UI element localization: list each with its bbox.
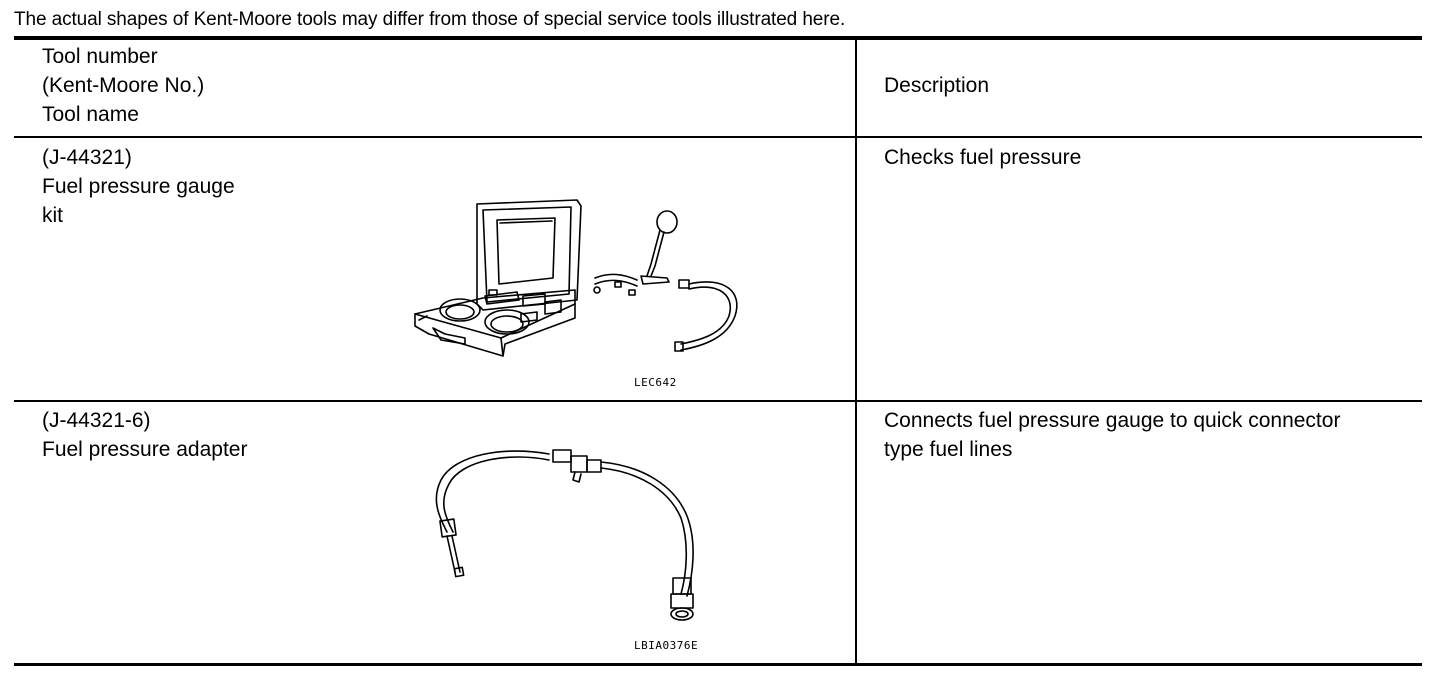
header-tool-name: Tool name <box>42 103 139 126</box>
row1-tool-info: (J-44321) Fuel pressure gauge kit <box>42 143 235 230</box>
header-kent-moore-no: (Kent-Moore No.) <box>42 74 205 97</box>
row2-tool-number: (J-44321-6) <box>42 409 151 432</box>
row2-description: Connects fuel pressure gauge to quick co… <box>884 406 1340 464</box>
fuel-pressure-gauge-kit-illustration <box>414 199 738 357</box>
header-description: Description <box>884 74 990 97</box>
row2-description-line1: Connects fuel pressure gauge to quick co… <box>884 409 1341 432</box>
row2-description-line2: type fuel lines <box>884 438 1013 461</box>
figure-code-lbia0376e: LBIA0376E <box>634 639 699 652</box>
header-tool-column: Tool number (Kent-Moore No.) Tool name <box>42 42 204 129</box>
header-divider <box>14 136 1422 138</box>
row1-tool-name-line1: Fuel pressure gauge <box>42 175 235 198</box>
fuel-pressure-adapter-hose-illustration <box>435 449 694 621</box>
row1-tool-number: (J-44321) <box>42 146 132 169</box>
row1-description: Checks fuel pressure <box>884 143 1081 172</box>
row2-tool-name: Fuel pressure adapter <box>42 438 248 461</box>
row1-description-line1: Checks fuel pressure <box>884 146 1082 169</box>
figure-code-lec642: LEC642 <box>634 376 677 389</box>
table-bottom-rule <box>14 663 1422 666</box>
tool-shape-disclaimer: The actual shapes of Kent-Moore tools ma… <box>14 9 846 30</box>
table-top-rule <box>14 36 1422 40</box>
row-divider <box>14 400 1422 402</box>
row1-tool-name-line2: kit <box>42 204 63 227</box>
row2-tool-info: (J-44321-6) Fuel pressure adapter <box>42 406 247 464</box>
header-tool-number: Tool number <box>42 45 158 68</box>
column-divider <box>855 40 857 663</box>
